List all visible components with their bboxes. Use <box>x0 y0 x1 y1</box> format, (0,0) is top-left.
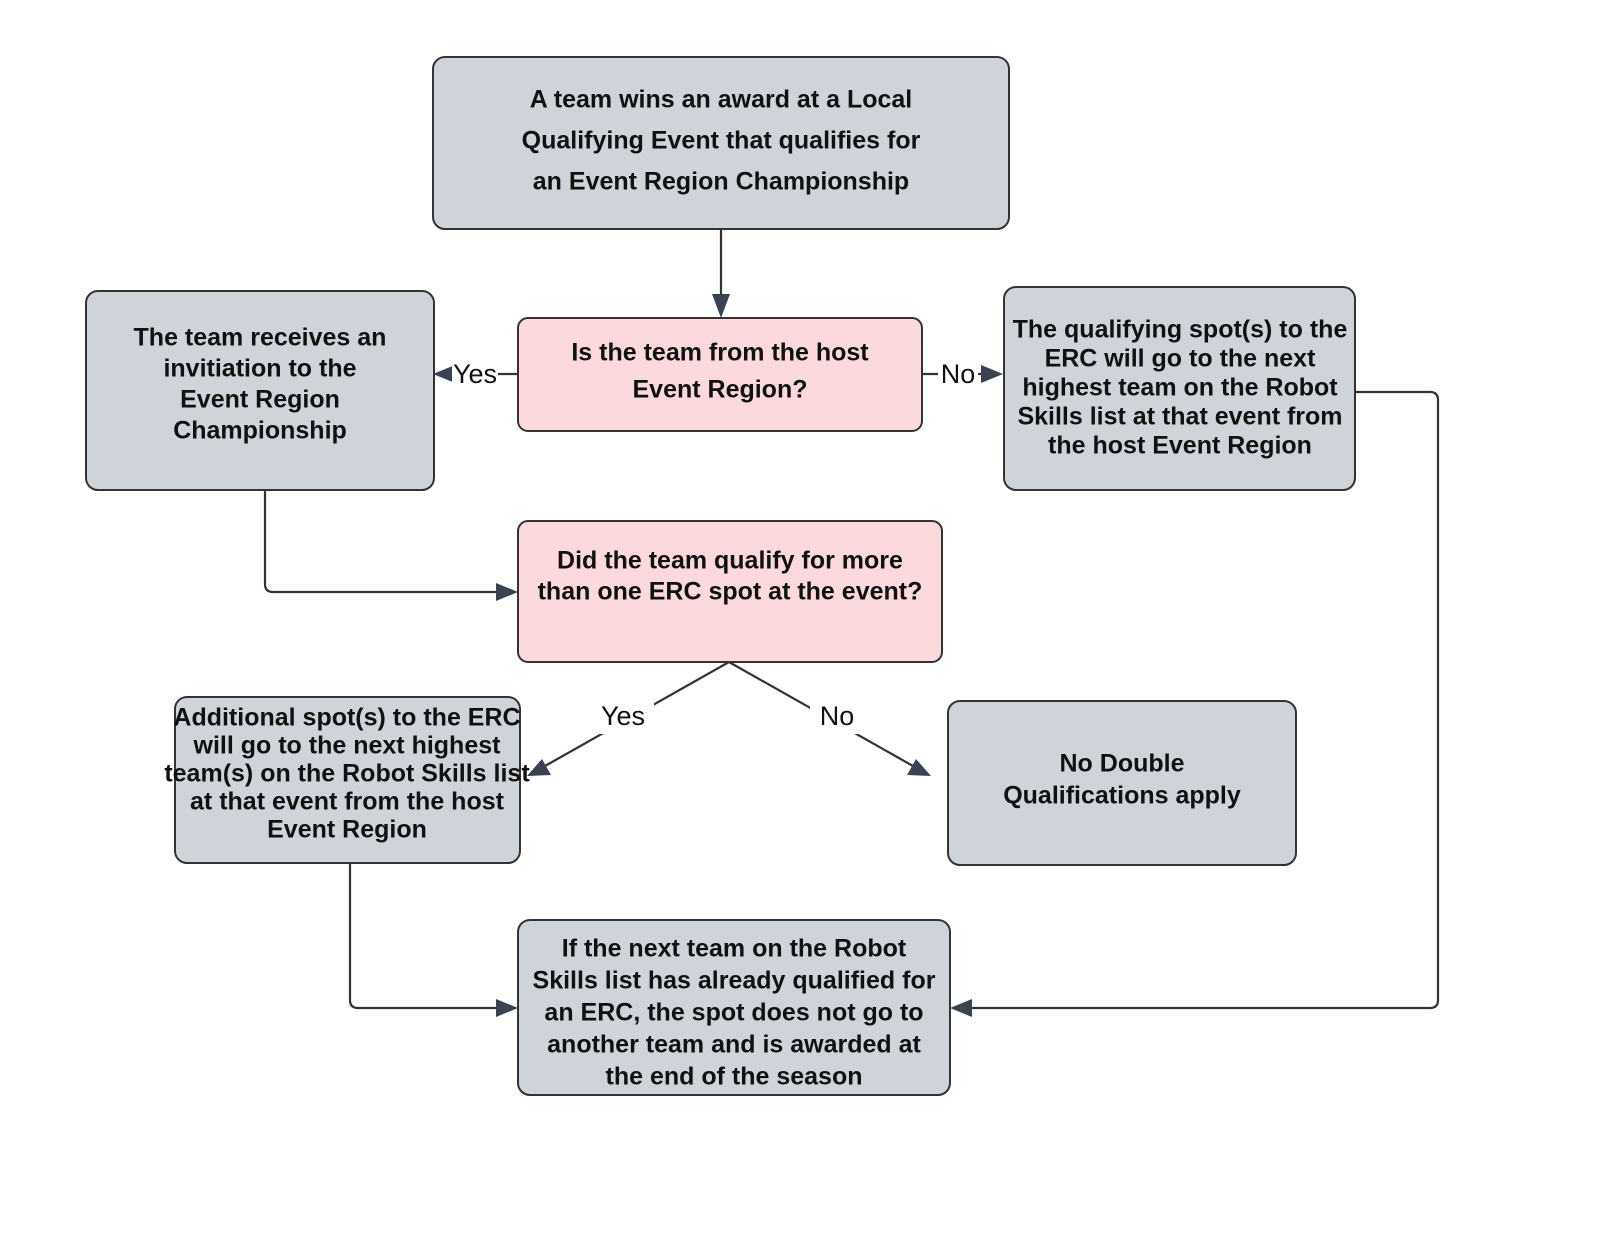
node-already-qualified-line-3: an ERC, the spot does not go to <box>544 999 923 1027</box>
node-next-highest-team[interactable]: The qualifying spot(s) to the ERC will g… <box>1003 286 1356 491</box>
edge-label-host-yes: Yes <box>452 358 498 390</box>
edge-invitation-to-more-decision <box>263 490 518 601</box>
node-next-highest-team-line-5: the host Event Region <box>1048 432 1312 460</box>
node-decision-more-than-one-line-2: than one ERC spot at the event? <box>538 578 923 606</box>
node-next-highest-team-line-3: highest team on the Robot <box>1022 374 1338 402</box>
edge-next-highest-to-already-qualified <box>950 390 1440 1017</box>
node-no-double-qualifications[interactable]: No Double Qualifications apply <box>947 700 1297 866</box>
node-next-highest-team-line-2: ERC will go to the next <box>1045 345 1317 373</box>
node-additional-spots-line-1: Additional spot(s) to the ERC <box>173 704 520 732</box>
node-invitation-line-4: Championship <box>173 417 347 445</box>
node-start-line-2: Qualifying Event that qualifies for <box>522 127 921 155</box>
node-start[interactable]: A team wins an award at a Local Qualifyi… <box>432 56 1010 230</box>
edge-host-decision-yes-to-invitation <box>433 365 518 383</box>
node-invitation-line-1: The team receives an <box>134 324 387 352</box>
node-decision-more-than-one[interactable]: Did the team qualify for more than one E… <box>517 520 943 663</box>
node-next-highest-team-line-1: The qualifying spot(s) to the <box>1013 316 1348 344</box>
edge-label-more-yes-text: Yes <box>601 701 645 731</box>
node-start-line-1: A team wins an award at a Local <box>530 86 913 114</box>
node-decision-host-region-shape[interactable] <box>517 317 923 432</box>
edge-label-more-yes: Yes <box>592 700 654 734</box>
node-decision-host-region-line-2: Event Region? <box>632 376 807 404</box>
edge-label-more-no: No <box>810 700 864 734</box>
node-already-qualified-line-2: Skills list has already qualified for <box>533 967 936 995</box>
node-additional-spots-line-5: Event Region <box>267 816 427 844</box>
node-no-double-qualifications-line-1: No Double <box>1060 750 1185 778</box>
node-invitation[interactable]: The team receives an invitiation to the … <box>85 290 435 491</box>
node-already-qualified-line-4: another team and is awarded at <box>547 1031 921 1059</box>
node-decision-more-than-one-shape[interactable] <box>517 520 943 663</box>
node-decision-host-region[interactable]: Is the team from the host Event Region? <box>517 317 923 432</box>
node-no-double-qualifications-line-2: Qualifications apply <box>1003 782 1241 810</box>
node-decision-host-region-line-1: Is the team from the host <box>571 339 869 367</box>
edge-label-host-yes-text: Yes <box>453 359 497 389</box>
node-already-qualified-line-5: the end of the season <box>606 1063 863 1091</box>
node-additional-spots-shape[interactable] <box>174 696 521 864</box>
node-next-highest-team-line-4: Skills list at that event from <box>1017 403 1342 431</box>
edge-additional-spots-to-already-qualified <box>348 863 518 1017</box>
node-invitation-line-2: invitiation to the <box>163 355 356 383</box>
node-next-highest-team-shape[interactable] <box>1003 286 1356 491</box>
edge-label-more-no-text: No <box>820 701 855 731</box>
node-already-qualified-shape[interactable] <box>517 919 951 1096</box>
node-additional-spots-line-2: will go to the next highest <box>193 732 502 760</box>
node-already-qualified[interactable]: If the next team on the Robot Skills lis… <box>517 919 951 1096</box>
node-additional-spots[interactable]: Additional spot(s) to the ERC will go to… <box>164 696 530 864</box>
edge-label-host-no: No <box>938 358 978 390</box>
node-additional-spots-line-4: at that event from the host <box>190 788 505 816</box>
node-invitation-shape[interactable] <box>85 290 435 491</box>
node-additional-spots-line-3: team(s) on the Robot Skills list <box>164 760 530 788</box>
node-start-shape[interactable] <box>432 56 1010 230</box>
node-decision-more-than-one-line-1: Did the team qualify for more <box>557 547 903 575</box>
node-invitation-line-3: Event Region <box>180 386 340 414</box>
node-already-qualified-line-1: If the next team on the Robot <box>562 935 907 963</box>
edge-start-to-host-decision <box>712 229 730 318</box>
edge-label-host-no-text: No <box>941 359 976 389</box>
node-start-line-3: an Event Region Championship <box>533 168 909 196</box>
node-no-double-qualifications-shape[interactable] <box>947 700 1297 866</box>
